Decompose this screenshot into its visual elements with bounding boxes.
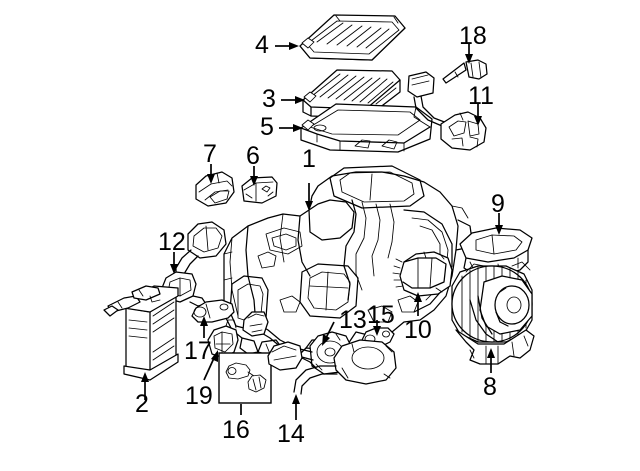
part-16-link-rod-detail-view — [218, 352, 272, 404]
callout-label-7: 7 — [203, 140, 217, 168]
callout-label-15: 15 — [367, 301, 395, 329]
callout-label-4: 4 — [255, 31, 269, 59]
callout-label-8: 8 — [483, 373, 497, 401]
part-8-blower-motor-assembly — [451, 261, 535, 365]
callout-label-2: 2 — [135, 390, 149, 418]
part-5-filter-frame-tray — [300, 103, 433, 153]
part-6-vacuum-actuator-block — [241, 176, 278, 204]
part-18-evaporator-temperature-sensor — [442, 59, 488, 84]
part-2-heater-core — [103, 285, 179, 381]
callout-label-3: 3 — [262, 85, 276, 113]
callout-label-10: 10 — [404, 316, 432, 344]
callout-label-6: 6 — [246, 142, 260, 170]
callout-label-9: 9 — [491, 190, 505, 218]
part-10-blower-motor-resistor — [392, 251, 453, 297]
callout-label-19: 19 — [185, 382, 213, 410]
part-7-seal-grommet-cap — [195, 171, 235, 207]
part-11-wiring-harness-connector — [407, 71, 487, 151]
callout-label-18: 18 — [459, 22, 487, 50]
callout-label-14: 14 — [277, 420, 305, 448]
part-1-heater-evaporator-case-housing — [223, 165, 473, 357]
part-14-blend-door-actuator-motor — [267, 339, 397, 395]
part-4-filter-cover-lid — [299, 14, 406, 61]
callout-label-11: 11 — [468, 82, 494, 110]
callout-label-13: 13 — [339, 306, 367, 334]
callout-label-17: 17 — [184, 337, 212, 365]
callout-label-5: 5 — [260, 113, 274, 141]
callout-arrows — [141, 42, 503, 420]
callout-label-12: 12 — [158, 228, 186, 256]
callout-label-16: 16 — [222, 416, 250, 444]
callout-label-1: 1 — [302, 145, 316, 173]
part-17-control-link-rod — [191, 299, 235, 323]
